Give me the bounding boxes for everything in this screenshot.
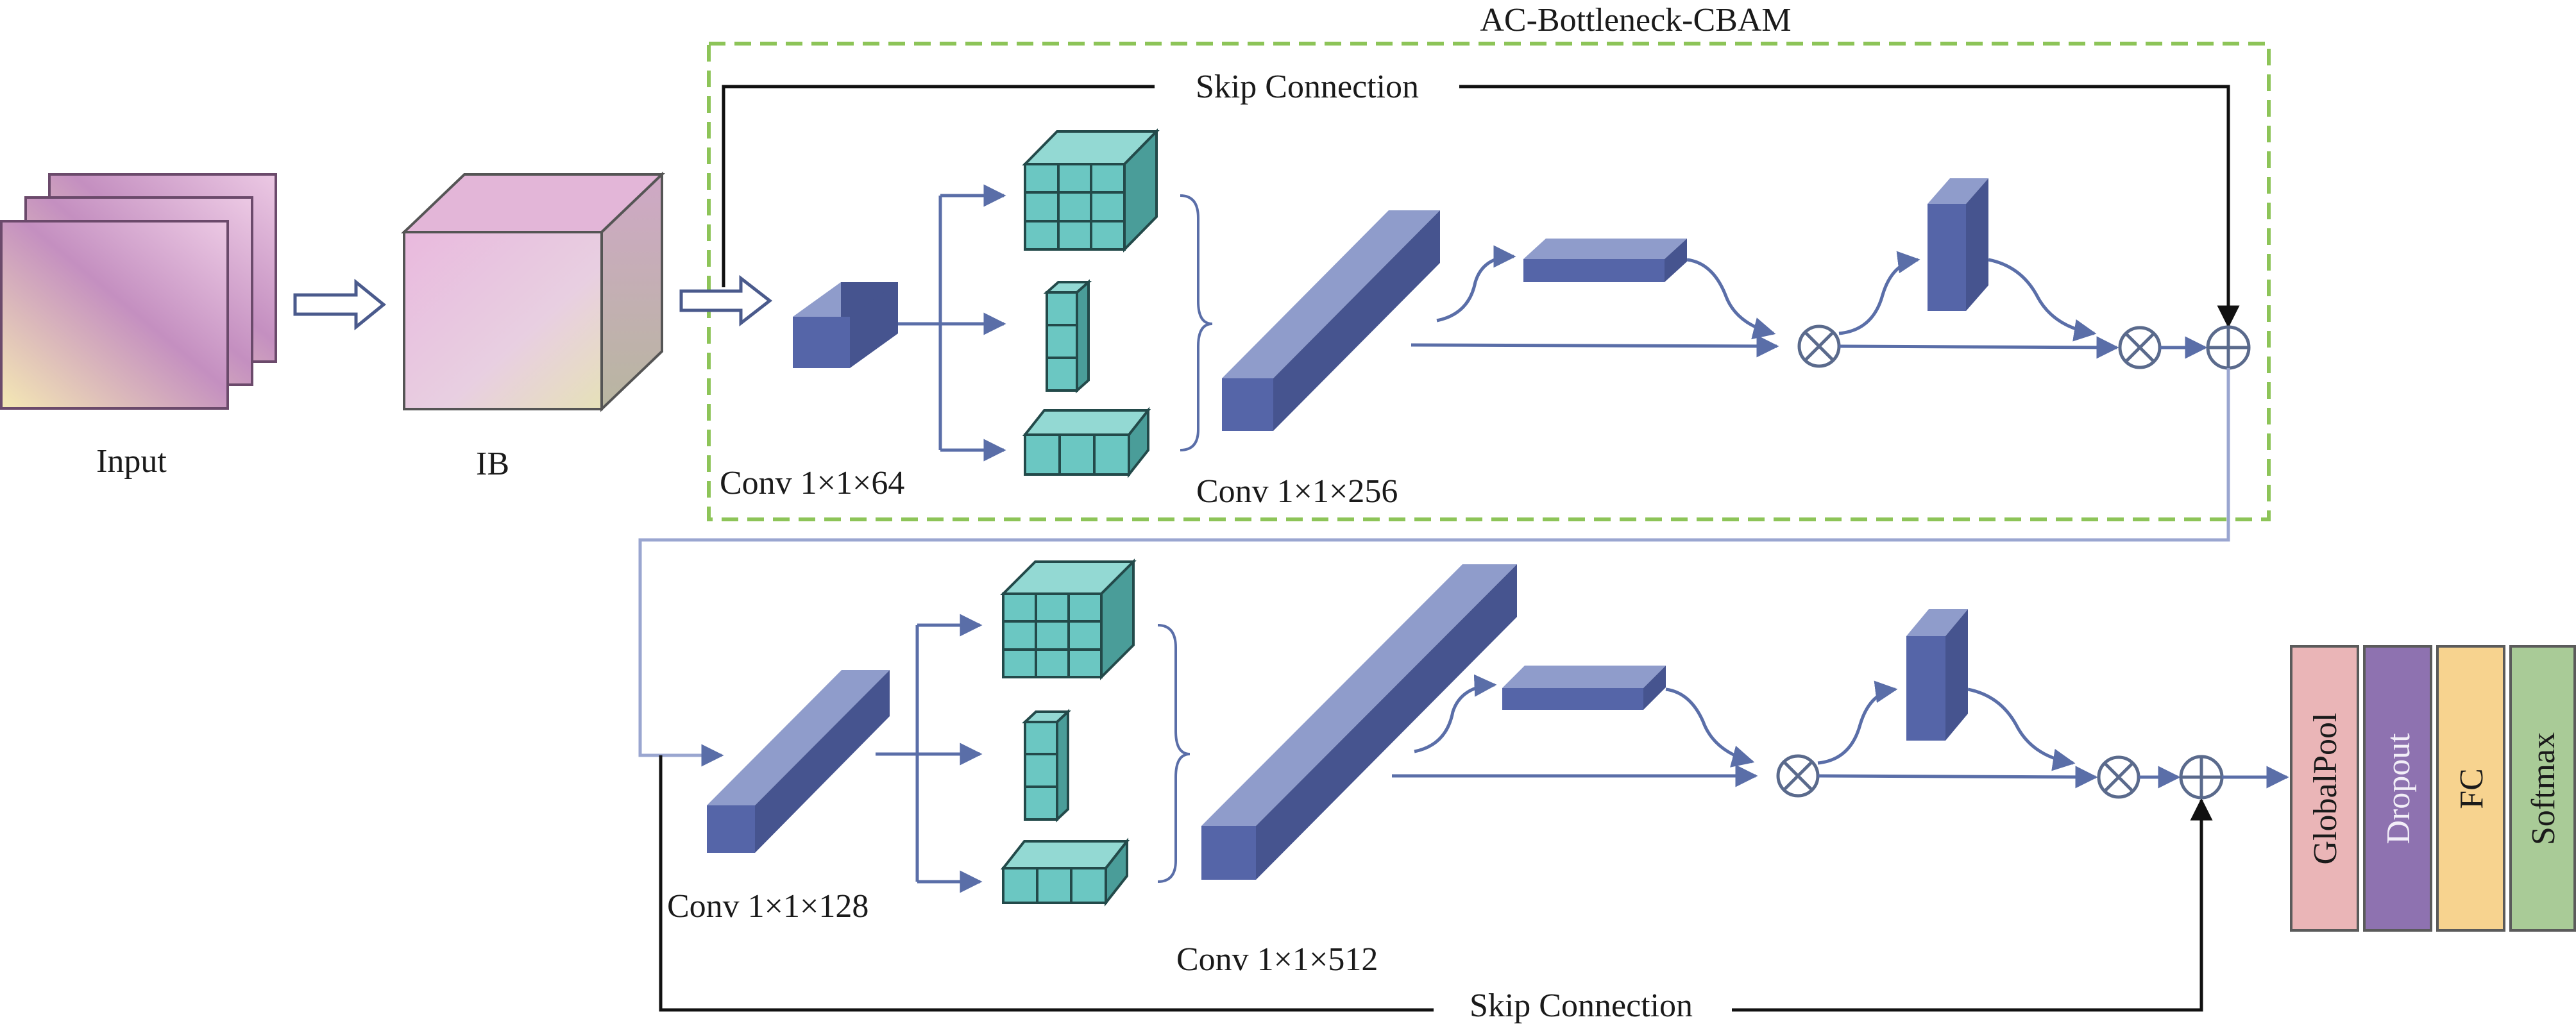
output-layer-fc-label: FC [2453, 768, 2490, 809]
bottom-kernel-3x1 [1021, 709, 1072, 823]
bottom-skip-line [659, 755, 2201, 1012]
bottom-channel-attention-block [1502, 666, 1666, 710]
top-channel-attention-block [1523, 239, 1687, 282]
output-layer-softmax: Softmax [2509, 645, 2576, 932]
hollow-arrow-ib-module [679, 274, 773, 327]
top-multiply-2-icon [2118, 326, 2162, 369]
top-main-line-2 [1838, 336, 2119, 359]
top-skip-line [722, 85, 2228, 326]
top-add-icon [2206, 325, 2251, 370]
top-conv-large-block [1222, 210, 1440, 431]
bottom-kernel-1x3 [1000, 837, 1130, 907]
module-title: AC-Bottleneck-CBAM [1480, 2, 1791, 38]
top-conv-small-block [793, 282, 898, 368]
bottom-channel-branch-in [1414, 674, 1497, 753]
bottom-channel-branch-out [1665, 687, 1755, 768]
bottom-spatial-attention-block [1906, 609, 1968, 741]
top-main-line-1 [1411, 335, 1779, 358]
top-channel-branch-in [1436, 245, 1516, 323]
top-spatial-branch-in [1838, 251, 1920, 335]
hollow-arrow-input-ib [293, 278, 386, 331]
top-kernel-3x3 [1022, 128, 1160, 253]
output-layer-globalpool: GlobalPool [2290, 645, 2359, 932]
output-layer-dropout-label: Dropout [2380, 733, 2417, 844]
top-conv-large-label: Conv 1×1×256 [1196, 473, 1398, 510]
output-layer-dropout: Dropout [2363, 645, 2432, 932]
bottom-conv-small-block [707, 670, 890, 853]
top-channel-branch-out [1686, 258, 1776, 340]
module-border [707, 42, 2271, 521]
bottom-spatial-branch-out [1967, 687, 2076, 771]
top-kernel-1x3 [1022, 407, 1151, 478]
bottom-conv-large-label: Conv 1×1×512 [1176, 941, 1378, 978]
bottom-kernel-3x3 [1000, 558, 1137, 680]
top-skip-label: Skip Connection [1196, 69, 1419, 105]
bottom-brace [1157, 624, 1191, 883]
bottom-spatial-branch-in [1817, 680, 1898, 765]
top-brace [1180, 194, 1213, 451]
bottom-main-line-2 [1817, 766, 2098, 789]
output-layer-fc: FC [2436, 645, 2505, 932]
bottom-add-icon [2179, 755, 2224, 800]
ib-label: IB [476, 446, 509, 482]
output-layer-softmax-label: Softmax [2525, 732, 2562, 845]
top-spatial-attention-block [1928, 178, 1988, 311]
ib-cube [401, 171, 665, 412]
top-multiply-1-icon [1797, 324, 1841, 368]
row-connector-line [638, 368, 2230, 767]
top-spatial-branch-out [1988, 258, 2097, 342]
input-label: Input [96, 443, 167, 480]
bottom-skip-label: Skip Connection [1470, 987, 1693, 1024]
top-conv-small-label: Conv 1×1×64 [720, 465, 904, 501]
top-kernel-3x1 [1043, 279, 1092, 394]
input-image-stack [0, 173, 277, 410]
output-layer-globalpool-label: GlobalPool [2307, 713, 2344, 865]
bottom-conv-large-block [1201, 564, 1517, 880]
bottom-multiply-2-icon [2097, 755, 2140, 799]
bottom-multiply-1-icon [1776, 754, 1820, 798]
bottom-conv-small-label: Conv 1×1×128 [667, 888, 869, 925]
